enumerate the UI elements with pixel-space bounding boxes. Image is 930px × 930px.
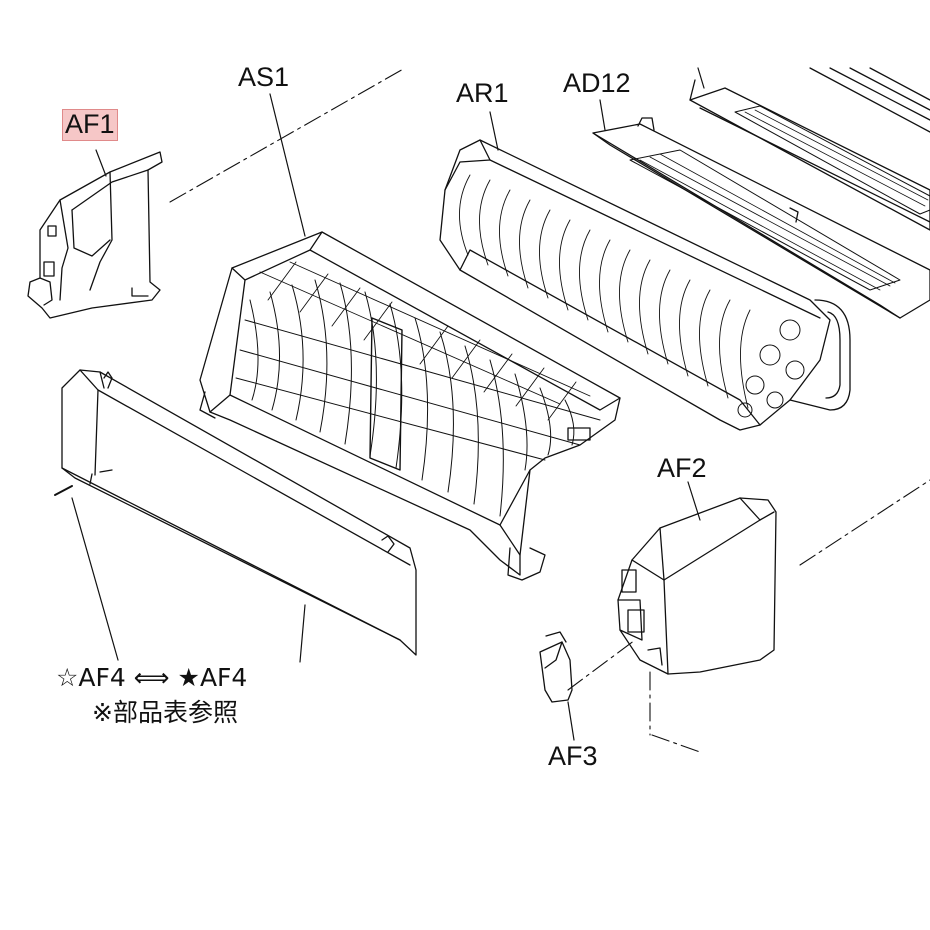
part-af3-clip: [539, 631, 573, 703]
label-af1: AF1: [62, 109, 118, 141]
part-top-right-strip: [689, 67, 930, 231]
part-af1-left-side-cover: [27, 151, 163, 319]
screw-icon: [54, 485, 73, 496]
label-ad12: AD12: [563, 68, 631, 98]
leader-lines: [71, 67, 705, 741]
label-ar1: AR1: [456, 78, 509, 108]
part-ad12-deflector: [592, 117, 930, 319]
label-af3-clipped-wrap: AF3: [548, 743, 618, 770]
label-parts-note: ※部品表参照: [92, 698, 238, 727]
label-af3: AF3: [548, 741, 598, 771]
label-af4-pair: ☆AF4 ⟺ ★AF4: [56, 663, 248, 692]
part-af2-right-side-cover: [617, 497, 777, 675]
label-as1: AS1: [238, 62, 290, 92]
label-af2: AF2: [657, 453, 707, 483]
part-ar1-heat-exchanger: [439, 139, 851, 431]
assembly-centerlines: [169, 67, 930, 753]
part-as1-fan-assembly: [199, 231, 621, 581]
part-af4-front-panel: [61, 369, 417, 656]
